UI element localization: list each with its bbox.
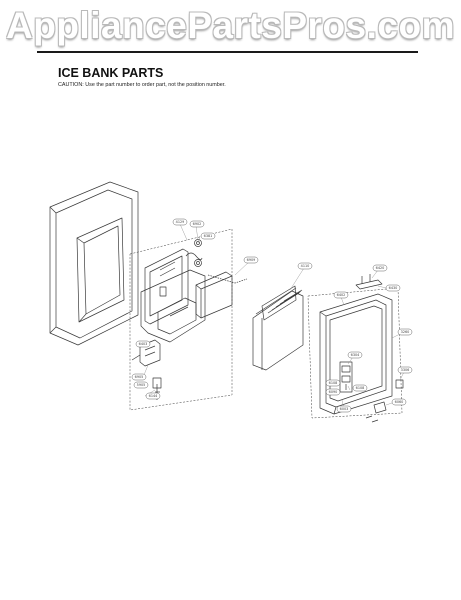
callout-6909: 6909 xyxy=(243,256,259,264)
icemaker-module xyxy=(195,271,248,319)
svg-text:6403: 6403 xyxy=(139,342,148,346)
ice-bank-frame xyxy=(49,181,139,346)
callout-6060: 6060 xyxy=(391,398,407,406)
svg-text:6060: 6060 xyxy=(395,400,404,404)
icemaker-bracket xyxy=(144,248,189,325)
svg-text:6381: 6381 xyxy=(204,234,213,238)
svg-text:6905: 6905 xyxy=(135,375,144,379)
svg-text:6003: 6003 xyxy=(340,407,349,411)
grommet-parts xyxy=(185,239,203,267)
callout-3260: 3260 xyxy=(397,328,413,336)
callout-6381: 6381 xyxy=(200,232,216,240)
callout-3306: 3306 xyxy=(397,366,413,374)
svg-text:6304: 6304 xyxy=(351,353,360,357)
icemaker-base xyxy=(140,269,206,343)
callout-bubbles: 4129 6902 6381 6909 4110 6420 6430 6402 … xyxy=(131,218,413,413)
watermark-logo: AppliancePartsPros.com xyxy=(6,5,455,46)
svg-text:6909: 6909 xyxy=(247,258,256,262)
svg-text:3260: 3260 xyxy=(401,330,410,334)
callout-4110: 4110 xyxy=(297,262,313,270)
clip-part xyxy=(395,379,404,389)
leader-lines xyxy=(141,223,405,410)
svg-text:3306: 3306 xyxy=(401,368,410,372)
svg-text:6420: 6420 xyxy=(376,266,385,270)
page-title: ICE BANK PARTS xyxy=(58,66,164,80)
callout-6003: 6003 xyxy=(336,405,352,413)
door-group-box xyxy=(307,287,403,419)
bottom-bracket xyxy=(365,401,387,423)
callout-6108: 6108 xyxy=(325,379,341,387)
header-rule xyxy=(37,51,418,53)
callout-6430: 6430 xyxy=(385,284,401,292)
svg-text:6090: 6090 xyxy=(329,390,338,394)
callout-6304: 6304 xyxy=(347,351,363,359)
ice-bank-door xyxy=(319,293,393,415)
callout-6090: 6090 xyxy=(325,388,341,396)
svg-text:5905: 5905 xyxy=(137,383,146,387)
svg-text:4129: 4129 xyxy=(176,220,185,224)
callout-6108-b: 6108 xyxy=(352,384,368,392)
callout-6902: 6902 xyxy=(189,220,205,228)
hinge-bracket xyxy=(355,274,383,290)
callout-6144: 6144 xyxy=(145,392,161,400)
callout-4129: 4129 xyxy=(172,218,188,226)
svg-text:6402: 6402 xyxy=(337,293,346,297)
callout-6420: 6420 xyxy=(372,264,388,272)
callout-5905: 5905 xyxy=(133,381,149,389)
svg-text:6902: 6902 xyxy=(193,222,202,226)
svg-text:6430: 6430 xyxy=(389,286,398,290)
callout-6403: 6403 xyxy=(135,340,151,348)
ice-duct-cover xyxy=(252,285,304,371)
svg-text:4110: 4110 xyxy=(301,264,310,268)
svg-text:6144: 6144 xyxy=(149,394,158,398)
callout-6905: 6905 xyxy=(131,373,147,381)
callout-6402: 6402 xyxy=(333,291,349,299)
svg-text:6108: 6108 xyxy=(329,381,338,385)
door-latch xyxy=(339,361,353,393)
svg-text:6108: 6108 xyxy=(356,386,365,390)
caution-note: CAUTION: Use the part number to order pa… xyxy=(58,82,226,88)
switch-harness xyxy=(131,339,162,400)
assembly-group-box xyxy=(129,228,233,411)
